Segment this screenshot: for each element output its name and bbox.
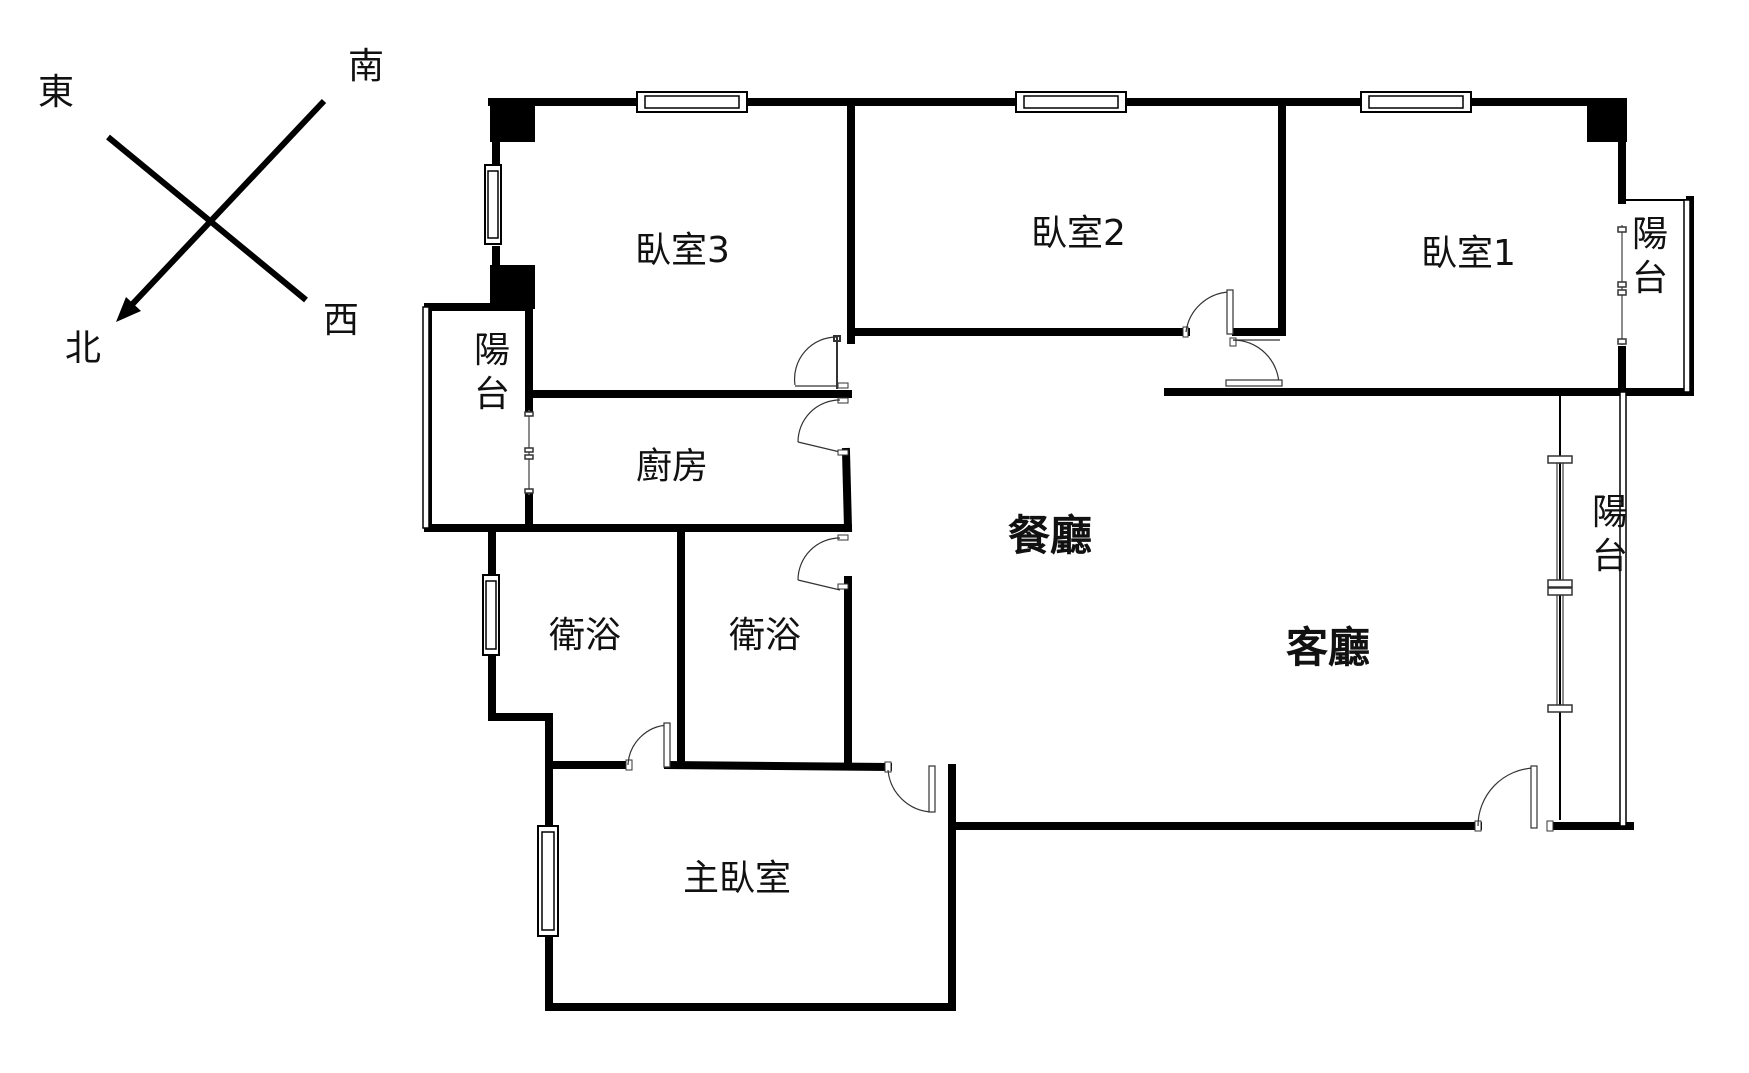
room-label-living: 客廳 [1286, 623, 1370, 672]
room-label-dining: 餐廳 [1008, 511, 1092, 560]
room-label-kitchen: 廚房 [636, 446, 708, 487]
compass-axis-east-west [106, 134, 308, 303]
balcony-label-left: 陽台 [474, 330, 510, 415]
wall-bath-bottom-b [663, 760, 893, 772]
doors [625, 289, 1554, 832]
room-label-bath-right: 衛浴 [729, 615, 801, 656]
door-bedroom2 [1182, 289, 1234, 338]
window-bedroom3-top [636, 91, 748, 113]
balcony-right-top-rail [1683, 199, 1691, 393]
wall-kitchen-right [841, 447, 853, 533]
room-label-master-bedroom: 主臥室 [683, 858, 791, 899]
balcony-label-left-text: 陽台 [474, 330, 510, 415]
door-kitchen [797, 397, 849, 456]
door-bath-left [625, 722, 671, 771]
balcony-label-top-right-text: 陽台 [1632, 214, 1668, 299]
balcony-label-top-right: 陽台 [1632, 214, 1668, 299]
window-bedroom2-top [1015, 91, 1127, 113]
room-label-bedroom2: 臥室2 [1031, 213, 1126, 254]
balcony-label-right: 陽台 [1592, 492, 1628, 577]
window-bedroom1-top [1360, 91, 1472, 113]
compass-axis-south-north [121, 98, 327, 316]
room-label-bath-left: 衛浴 [549, 615, 621, 656]
compass-north-arrowhead [116, 297, 141, 322]
compass-west-label: 西 [323, 300, 359, 341]
door-bedroom3 [793, 335, 849, 389]
compass-east-label: 東 [38, 72, 74, 113]
column-top-left [490, 98, 535, 142]
compass-north-label: 北 [65, 328, 101, 369]
column-left-mid [490, 265, 535, 309]
door-entrance [1474, 765, 1554, 832]
column-top-right [1587, 98, 1627, 142]
balcony-right-rail [1619, 391, 1627, 827]
balcony-left-rail [422, 306, 430, 529]
compass-south-label: 南 [348, 46, 384, 87]
door-master [884, 761, 936, 813]
balcony-label-right-text: 陽台 [1592, 492, 1628, 577]
room-label-bedroom3: 臥室3 [635, 230, 730, 271]
room-label-bedroom1: 臥室1 [1421, 233, 1516, 274]
window-master-left [537, 825, 559, 937]
compass [106, 98, 327, 322]
door-bath-right [797, 534, 849, 591]
door-bedroom1 [1225, 337, 1283, 387]
window-bedroom3-left [484, 164, 502, 245]
window-bath-left [482, 574, 500, 656]
windows [482, 91, 1472, 937]
balcony-frames [422, 199, 1691, 827]
